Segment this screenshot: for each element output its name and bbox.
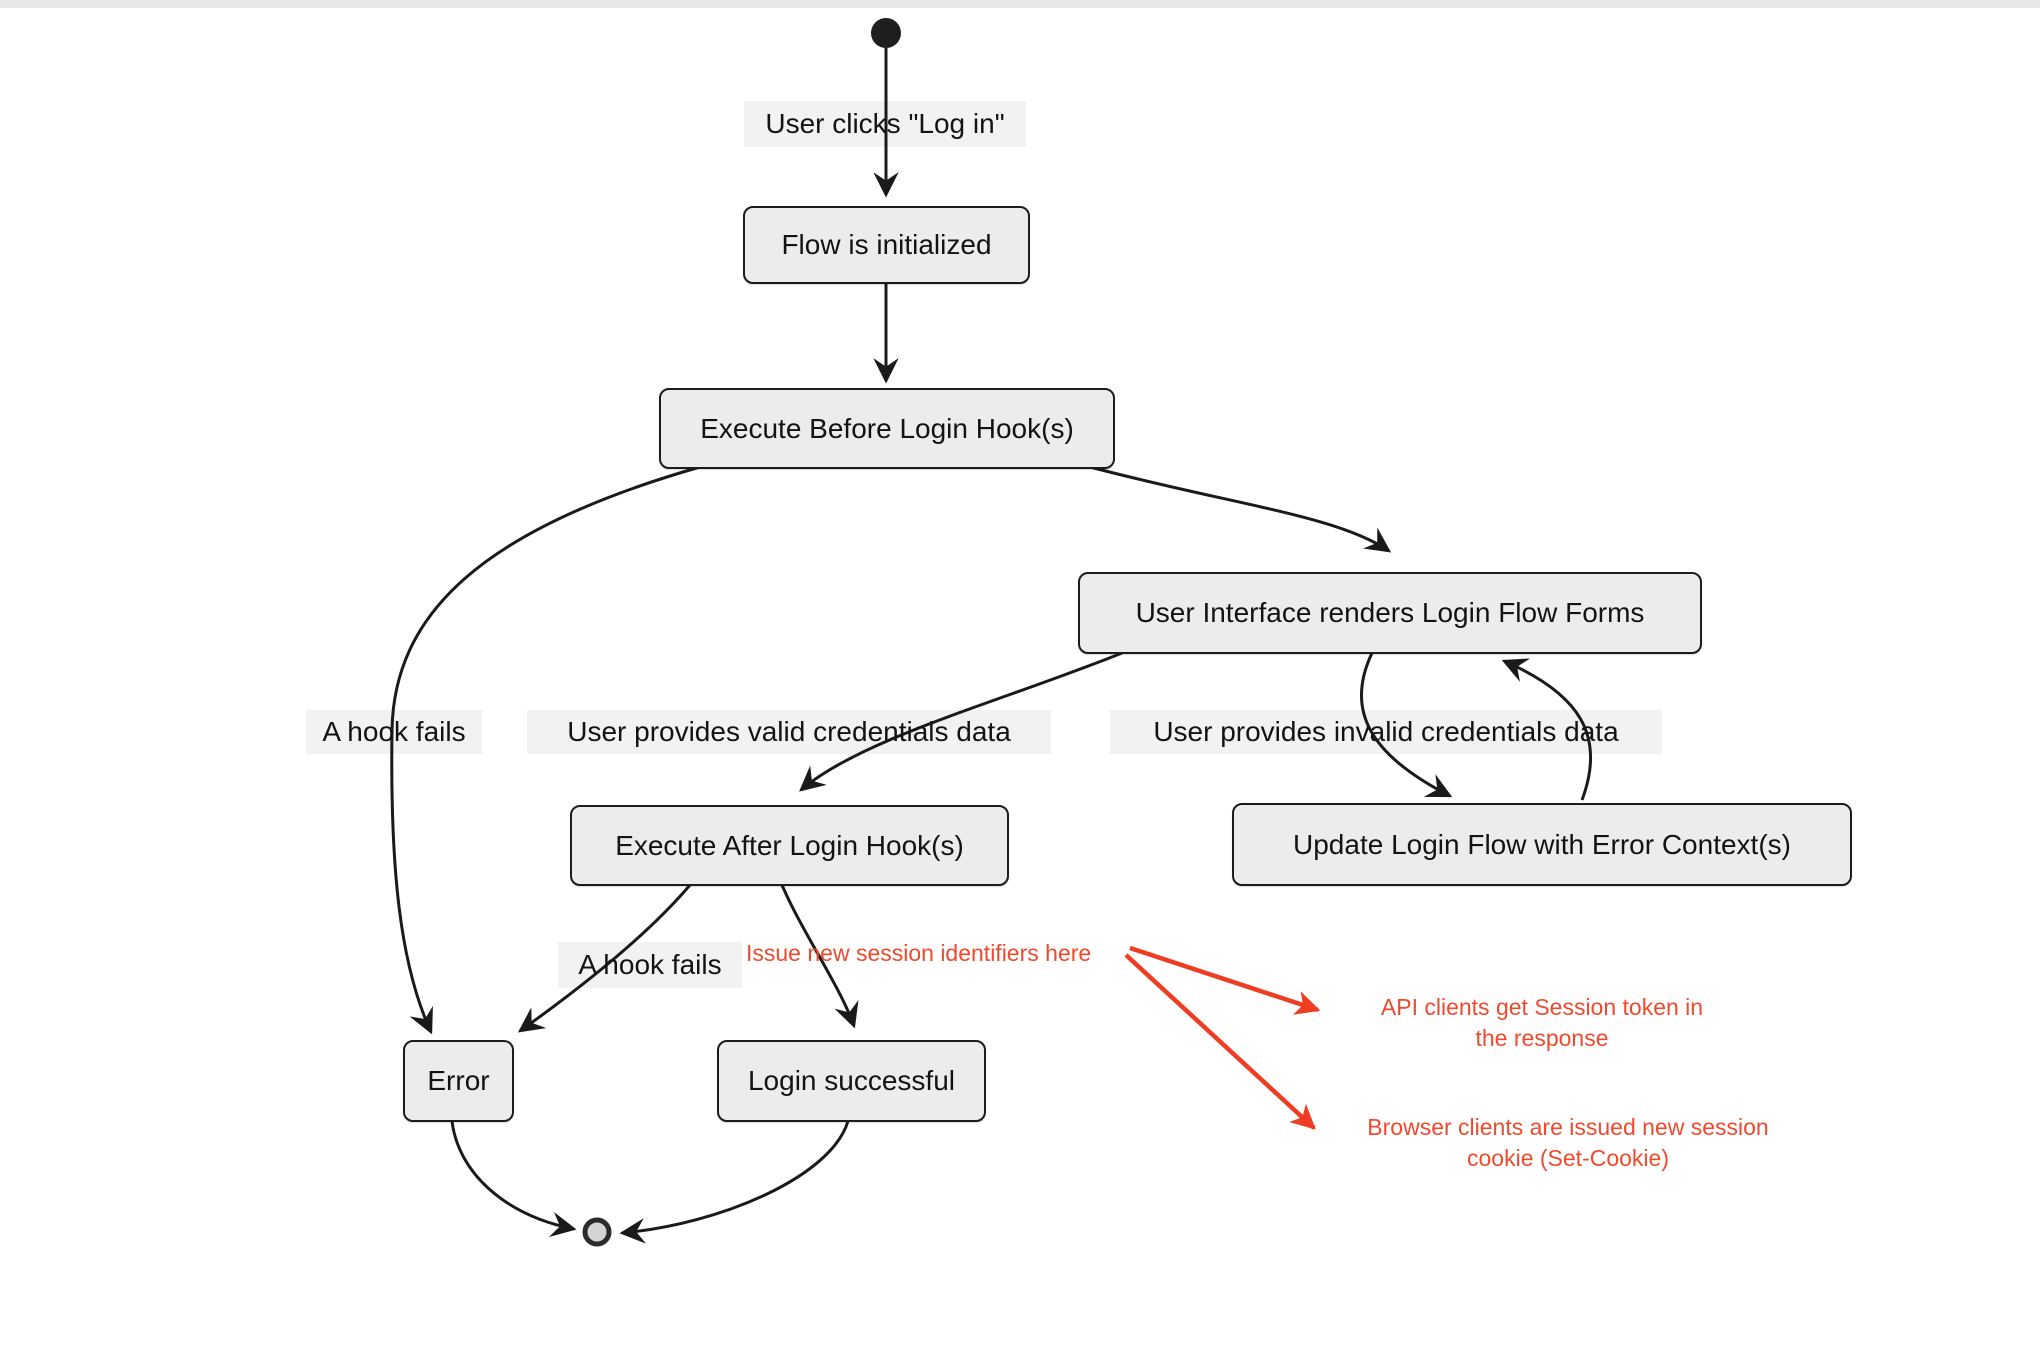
start-state-node (871, 18, 901, 48)
node-execute-before-login-hooks: Execute Before Login Hook(s) (659, 388, 1115, 469)
edge-update-error-to-ui-renders (1501, 658, 1593, 801)
edge-ui-renders-to-update-error (1359, 652, 1453, 798)
node-ui-renders-login-flow-forms: User Interface renders Login Flow Forms (1078, 572, 1702, 654)
annotation-browser-clients-session-cookie: Browser clients are issued new session c… (1367, 1114, 1769, 1172)
edge-label-bg-invalid-credentials (1110, 710, 1662, 754)
node-flow-initialized: Flow is initialized (743, 206, 1030, 284)
edge-label-a-hook-fails-before: A hook fails (322, 716, 466, 747)
node-update-login-flow-error-context: Update Login Flow with Error Context(s) (1232, 803, 1852, 886)
edge-label-invalid-credentials: User provides invalid credentials data (1153, 716, 1619, 747)
edge-execute-after-to-error (517, 884, 692, 1033)
edge-execute-before-to-error (390, 465, 701, 1035)
node-login-successful: Login successful (717, 1040, 986, 1122)
top-strip (0, 0, 2040, 8)
edge-label-user-clicks-log-in: User clicks "Log in" (765, 108, 1005, 139)
end-state-node (582, 1217, 612, 1247)
edge-ui-renders-to-execute-after (799, 651, 1123, 792)
edge-error-to-end (450, 1120, 577, 1237)
edge-execute-before-to-ui-renders (1089, 465, 1392, 553)
red-arrow-to-browser-clients-note (1124, 953, 1316, 1130)
edge-login-successful-to-end (619, 1120, 850, 1244)
node-execute-after-login-hooks: Execute After Login Hook(s) (570, 805, 1009, 886)
edge-label-a-hook-fails-after: A hook fails (578, 949, 722, 980)
annotation-api-clients-session-token: API clients get Session token in the res… (1380, 994, 1704, 1052)
edge-execute-after-to-login-successful (780, 884, 859, 1029)
edge-label-valid-credentials: User provides valid credentials data (567, 716, 1011, 747)
red-arrow-to-api-clients-note (1129, 945, 1321, 1015)
annotation-issue-new-session-identifiers: Issue new session identifiers here (746, 940, 1092, 966)
edge-label-bg-valid-credentials (527, 710, 1051, 754)
node-error: Error (403, 1040, 514, 1122)
